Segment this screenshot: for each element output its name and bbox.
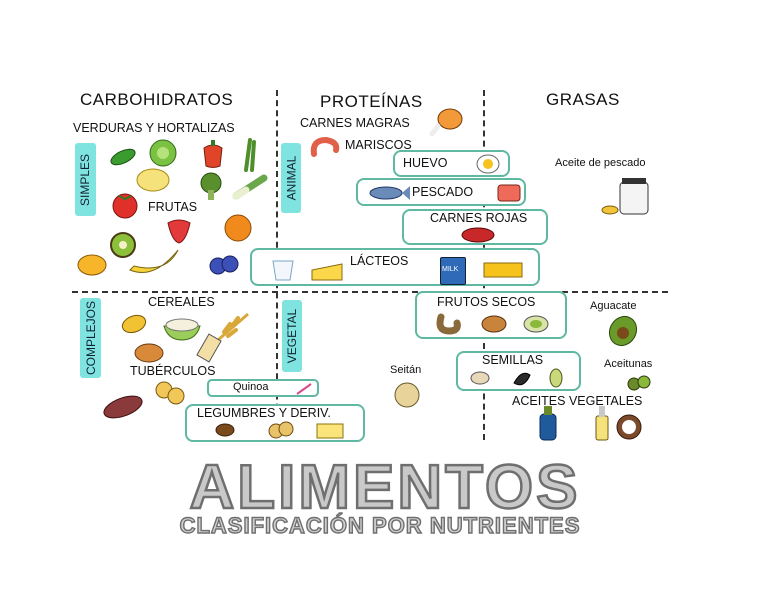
label-legumes: LEGUMBRES Y DERIV. — [197, 406, 331, 420]
salmon-fillet-icon — [497, 184, 521, 202]
bread-icon — [134, 343, 164, 363]
tab-animal: ANIMAL — [281, 143, 301, 213]
tab-simples: SIMPLES — [75, 143, 96, 216]
sunflower-seeds-icon — [513, 372, 531, 386]
squash-seeds-icon — [549, 368, 563, 388]
fish-pill: PESCADO — [356, 178, 526, 206]
beans-icon — [215, 423, 235, 437]
label-nuts: FRUTOS SECOS — [437, 295, 536, 309]
label-tubers: TUBÉRCULOS — [130, 364, 216, 378]
olives-icon — [627, 375, 651, 391]
tab-complejos: COMPLEJOS — [80, 298, 101, 378]
leek-icon — [232, 174, 268, 200]
potatoes-icon — [155, 381, 185, 405]
fish-oil-jar-icon — [601, 178, 649, 215]
pistachio-icon — [523, 315, 549, 333]
chickpeas-icon — [268, 421, 294, 439]
sweet-potato-icon — [103, 395, 143, 419]
label-vegetables: VERDURAS Y HORTALIZAS — [73, 121, 235, 135]
milk-carton-label: MILK — [442, 266, 459, 273]
label-quinoa: Quinoa — [233, 381, 269, 393]
strawberry-icon — [167, 219, 191, 244]
rice-bowl-icon — [163, 318, 201, 341]
label-red-meats: CARNES ROJAS — [430, 211, 528, 225]
chicken-leg-icon — [429, 108, 463, 137]
divider-simple-complex — [72, 291, 668, 293]
label-lean-meats: CARNES MAGRAS — [300, 116, 410, 130]
label-egg: HUEVO — [403, 156, 448, 170]
seeds-pill: SEMILLAS — [456, 351, 581, 391]
olive-oil-icon — [539, 406, 557, 441]
label-seafood: MARISCOS — [345, 138, 412, 152]
fish-icon — [369, 186, 410, 200]
milk-carton-icon: MILK — [440, 257, 466, 285]
label-fruits: FRUTAS — [148, 200, 198, 214]
coconut-icon — [616, 414, 642, 440]
cheese-icon — [311, 263, 343, 281]
title-graphic: ALIMENTOS CLASIFICACIÓN POR NUTRIENTES — [179, 452, 581, 539]
avocado-icon — [608, 315, 638, 347]
pumpkin-seeds-icon — [470, 371, 490, 385]
tofu-icon — [316, 423, 344, 439]
seitan-icon — [394, 382, 420, 408]
corn-cob-icon — [121, 314, 147, 334]
label-olives: Aceitunas — [604, 358, 653, 370]
header-carbs: CARBOHIDRATOS — [80, 90, 234, 109]
label-avocado: Aguacate — [590, 300, 637, 312]
label-dairy: LÁCTEOS — [350, 254, 409, 268]
header-fats: GRASAS — [546, 90, 620, 109]
label-fish: PESCADO — [412, 185, 474, 199]
oil-bottle-icon — [595, 406, 609, 441]
wheat-icon — [217, 312, 249, 342]
quinoa-spoon-icon — [296, 383, 312, 395]
kiwi-icon — [110, 232, 136, 258]
mango-icon — [77, 254, 107, 276]
shrimp-icon — [310, 136, 340, 157]
quinoa-pill: Quinoa — [207, 379, 319, 397]
legumes-pill: LEGUMBRES Y DERIV. — [185, 404, 365, 442]
lettuce-icon — [149, 139, 177, 167]
label-veg-oils: ACEITES VEGETALES — [512, 394, 643, 408]
footer-title: ALIMENTOS — [190, 453, 581, 522]
almond-icon — [481, 315, 507, 333]
label-fish-oil: Aceite de pescado — [555, 157, 646, 169]
orange-icon — [224, 214, 252, 242]
blueberries-icon — [209, 255, 239, 275]
label-cereals: CEREALES — [148, 295, 215, 309]
broccoli-icon — [200, 172, 222, 200]
tomato-icon — [112, 193, 138, 219]
asparagus-icon — [244, 138, 256, 172]
label-seitan: Seitán — [390, 364, 422, 376]
tab-vegetal: VEGETAL — [282, 300, 302, 372]
dairy-pill: LÁCTEOS MILK — [250, 248, 540, 286]
egg-icon — [476, 154, 500, 174]
footer-subtitle: CLASIFICACIÓN POR NUTRIENTES — [180, 513, 581, 538]
steak-icon — [461, 227, 495, 243]
crackers-icon — [196, 333, 222, 363]
pepper-icon — [203, 140, 223, 168]
header-proteins: PROTEÍNAS — [320, 92, 423, 111]
egg-pill: HUEVO — [393, 150, 510, 177]
yogurt-icon — [272, 260, 294, 281]
nuts-pill: FRUTOS SECOS — [415, 291, 567, 339]
cashew-icon — [436, 313, 461, 335]
butter-icon — [483, 262, 523, 278]
cucumber-icon — [110, 148, 136, 166]
label-seeds: SEMILLAS — [482, 353, 544, 367]
banana-icon — [129, 249, 179, 273]
corn-icon — [136, 168, 170, 192]
red-meat-pill: CARNES ROJAS — [402, 209, 548, 245]
